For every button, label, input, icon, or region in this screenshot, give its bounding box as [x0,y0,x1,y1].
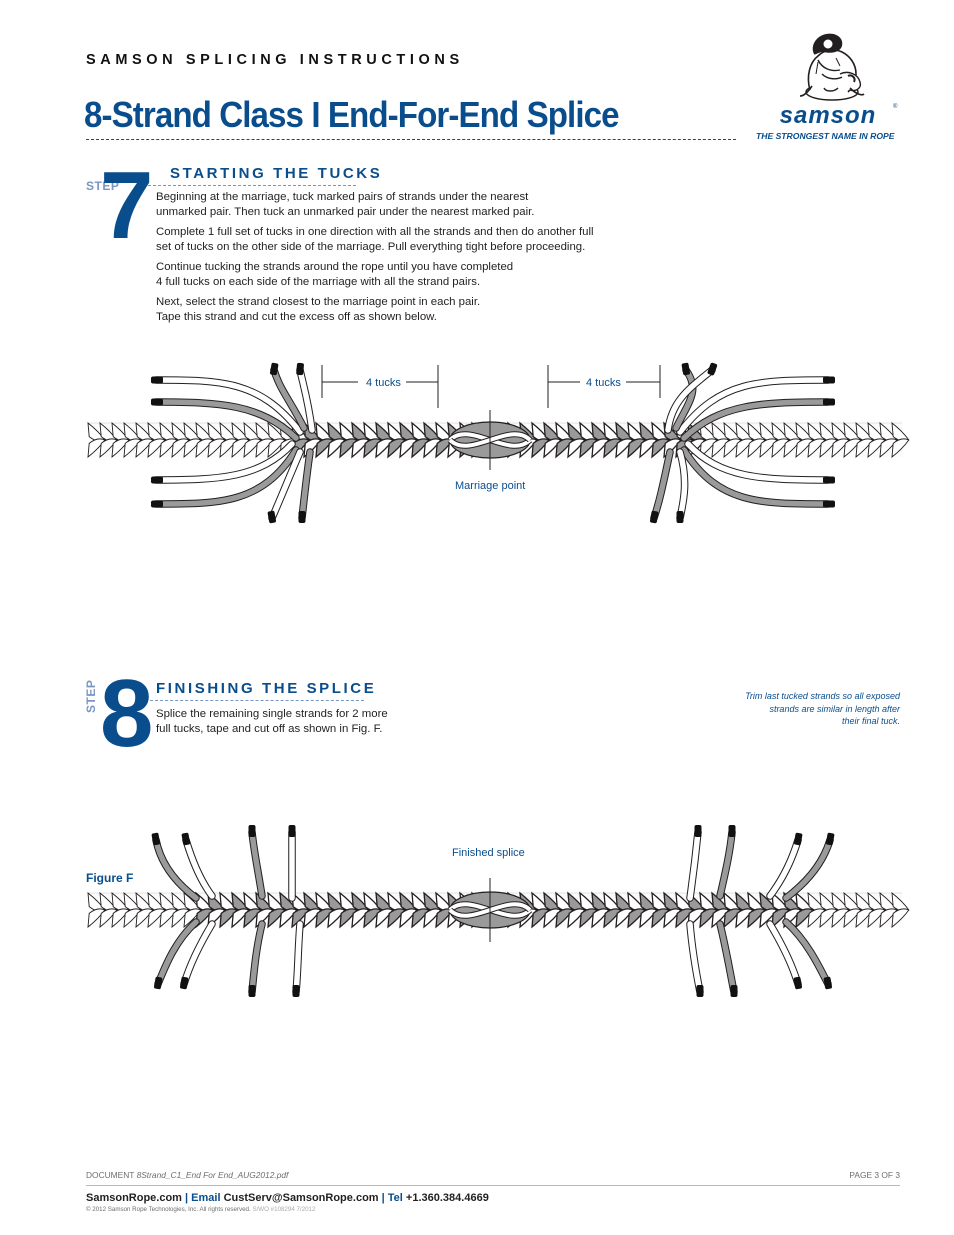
footer-doc-file: 8Strand_C1_End For End_AUG2012.pdf [137,1170,289,1180]
footer-separator: | [379,1192,388,1204]
footer-divider [86,1185,900,1186]
tape-end-icon [697,985,704,997]
email-link[interactable]: CustServ@SamsonRope.com [224,1192,379,1204]
tape-end-icon [826,832,835,845]
finished-splice-label: Finished splice [452,847,525,859]
copyright-text: © 2012 Samson Rope Technologies, Inc. Al… [86,1206,252,1213]
footer-contact: SamsonRope.com | Email CustServ@SamsonRo… [86,1192,489,1204]
tape-end-icon [695,825,702,837]
strand-fill [720,924,734,992]
footer-separator: | [182,1192,191,1204]
tape-end-icon [151,832,160,845]
tape-end-icon [794,832,803,845]
strand-fill [296,924,300,992]
tape-end-icon [823,976,832,989]
tape-end-icon [793,976,802,989]
footer-doc-prefix: DOCUMENT [86,1170,137,1180]
tape-end-icon [293,985,300,997]
figure-f-label: Figure F [86,871,133,885]
tape-end-icon [180,976,189,989]
website-link[interactable]: SamsonRope.com [86,1192,182,1204]
footer-copyright: © 2012 Samson Rope Technologies, Inc. Al… [86,1206,315,1213]
document-code: S/WO #108294 7/2012 [252,1206,315,1213]
strand-fill [186,840,212,896]
tel-label: Tel [388,1192,406,1204]
tape-end-icon [181,832,190,845]
email-label: Email [191,1192,223,1204]
tape-end-icon [154,976,163,989]
figure-f: Figure F Finished splice [0,0,954,1100]
strand-fill [252,924,262,992]
tape-end-icon [731,985,738,997]
tape-end-icon [249,825,256,837]
phone-number[interactable]: +1.360.384.4669 [406,1192,489,1204]
footer-document-name: DOCUMENT 8Strand_C1_End For End_AUG2012.… [86,1170,288,1180]
tape-end-icon [729,825,736,837]
figure-f-rope-illustration [0,0,954,1100]
tape-end-icon [249,985,256,997]
footer-page-number: PAGE 3 OF 3 [849,1170,900,1180]
tape-end-icon [289,825,296,837]
